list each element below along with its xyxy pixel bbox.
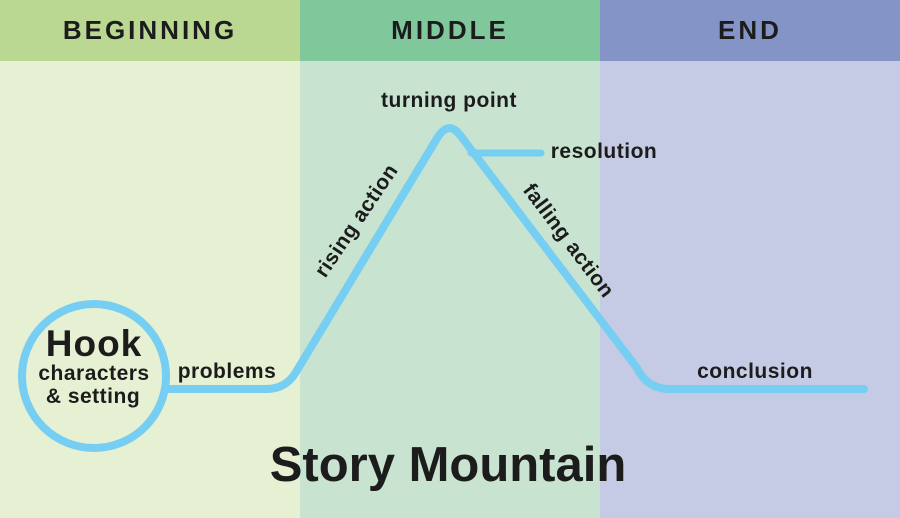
beginning-header-band <box>0 0 300 61</box>
diagram-title: Story Mountain <box>269 438 627 492</box>
label-conclusion: conclusion <box>697 360 813 383</box>
end-header-band <box>600 0 900 61</box>
section-header-end: END <box>718 15 782 45</box>
section-header-beginning: BEGINNING <box>62 15 238 45</box>
middle-header-band <box>300 0 600 61</box>
label-resolution: resolution <box>550 140 658 163</box>
beginning-body-panel <box>0 61 300 518</box>
section-header-middle: MIDDLE <box>391 15 509 45</box>
label-problems: problems <box>177 360 277 383</box>
end-body-panel <box>600 61 900 518</box>
mountain-line <box>162 124 868 393</box>
hook-subline-characters: characters <box>38 362 150 385</box>
label-turning-point: turning point <box>381 89 517 112</box>
hook-circle <box>18 300 170 452</box>
hook-heading: Hook <box>45 323 143 364</box>
hook-subline-setting: & setting <box>45 385 141 408</box>
